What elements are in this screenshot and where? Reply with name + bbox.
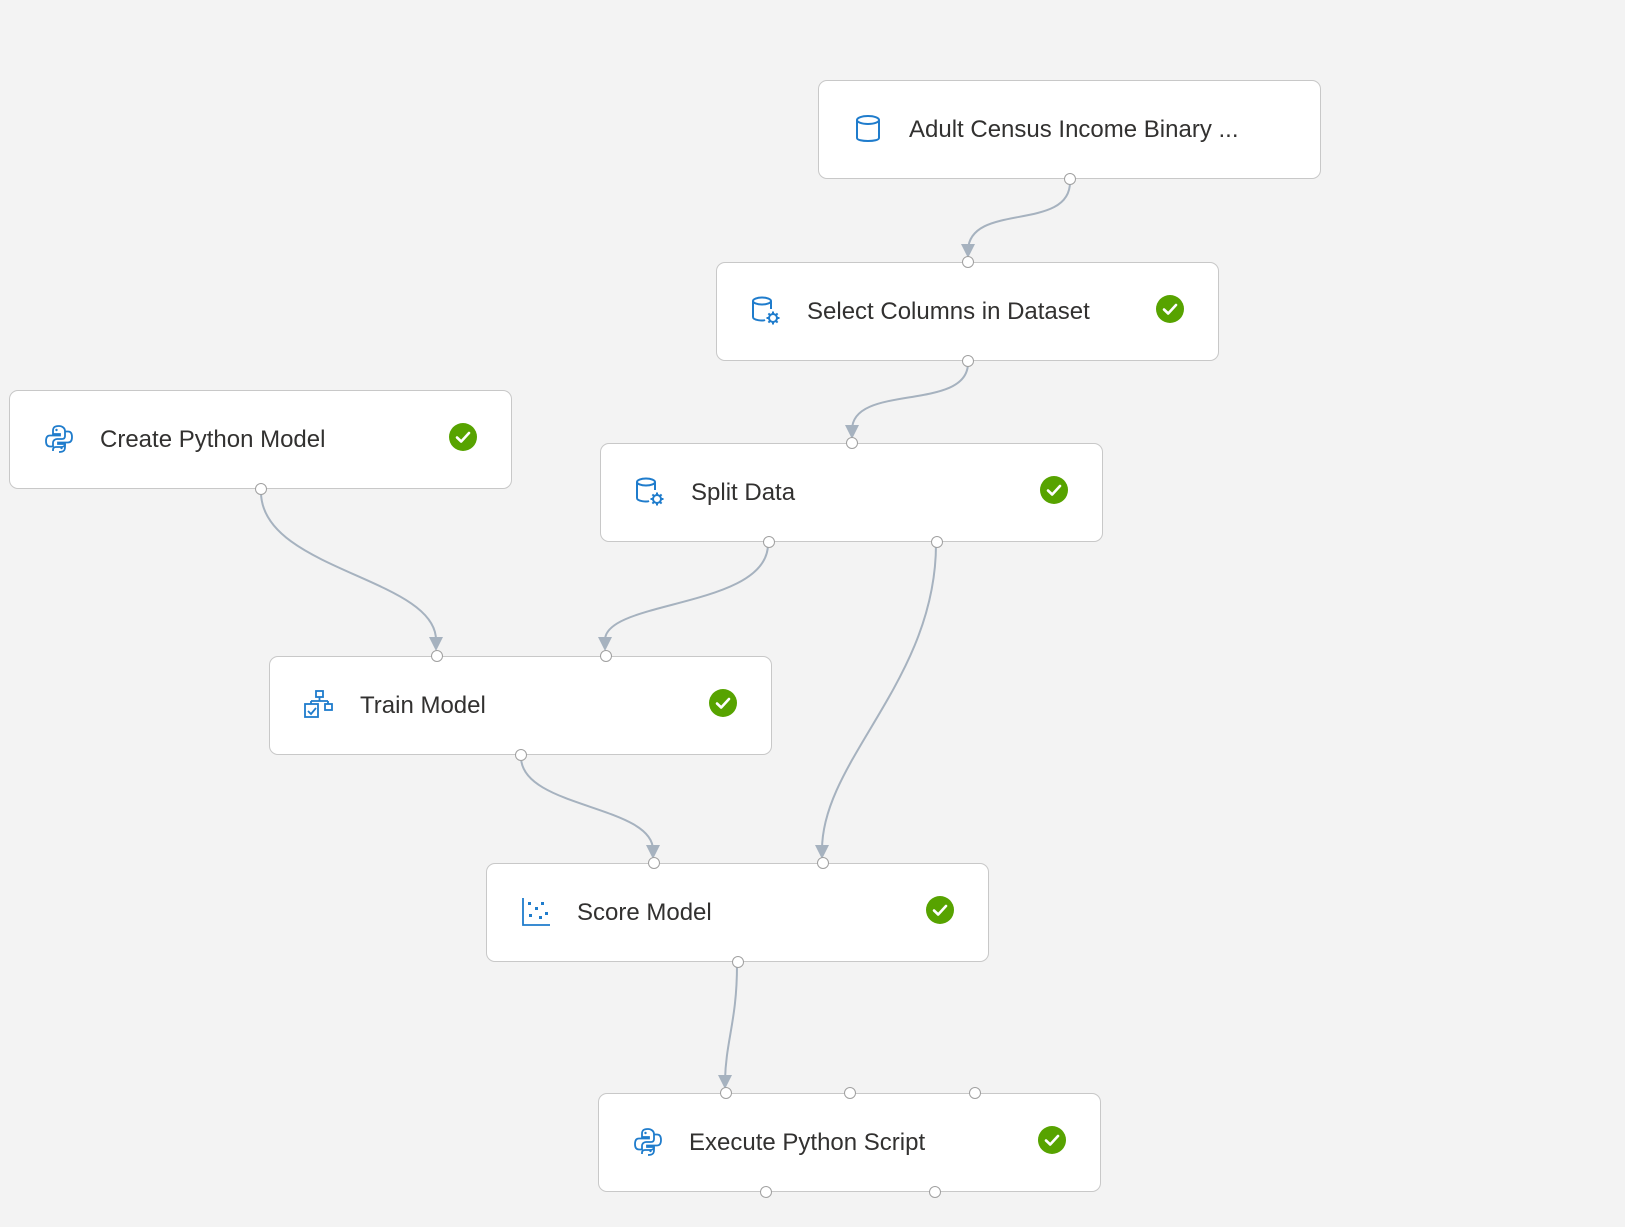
edge-dataset-to-select-columns[interactable] <box>967 181 1071 251</box>
input-port[interactable] <box>962 256 974 268</box>
completed-check-icon <box>1038 1126 1066 1154</box>
input-port-right[interactable] <box>817 857 829 869</box>
arrowhead <box>845 425 859 439</box>
module-node-label: Train Model <box>360 692 486 719</box>
train-model-icon <box>302 688 336 722</box>
arrowhead <box>815 845 829 859</box>
scatter-plot-icon <box>519 895 553 929</box>
output-port[interactable] <box>962 355 974 367</box>
input-port[interactable] <box>846 437 858 449</box>
dataset-gear-icon <box>749 294 783 328</box>
module-node-execute-python-script[interactable]: Execute Python Script <box>598 1087 1101 1198</box>
output-port[interactable] <box>255 483 267 495</box>
edge-score-model-to-execute-python-script[interactable] <box>724 964 738 1081</box>
module-node-create-python-model[interactable]: Create Python Model <box>9 390 512 495</box>
module-node-adult-census[interactable]: Adult Census Income Binary ... <box>818 80 1321 185</box>
module-node-label: Adult Census Income Binary ... <box>909 116 1239 143</box>
output-port-right[interactable] <box>929 1186 941 1198</box>
module-node-label: Select Columns in Dataset <box>807 298 1090 325</box>
module-node-select-columns[interactable]: Select Columns in Dataset <box>716 256 1219 367</box>
output-port[interactable] <box>515 749 527 761</box>
input-port-left[interactable] <box>648 857 660 869</box>
arrowhead <box>429 637 443 651</box>
input-port-3[interactable] <box>969 1087 981 1099</box>
dataset-gear-icon <box>633 475 667 509</box>
module-node-label: Create Python Model <box>100 426 326 453</box>
module-node-split-data[interactable]: Split Data <box>600 437 1103 548</box>
python-icon <box>42 422 76 456</box>
output-port-left[interactable] <box>763 536 775 548</box>
edge-create-python-model-to-train-model[interactable] <box>260 491 437 641</box>
input-port-right[interactable] <box>600 650 612 662</box>
output-port[interactable] <box>1064 173 1076 185</box>
completed-check-icon <box>1040 476 1068 504</box>
output-port[interactable] <box>732 956 744 968</box>
edge-split-data-to-score-model[interactable] <box>821 543 937 851</box>
module-node-label: Split Data <box>691 479 796 506</box>
completed-check-icon <box>449 423 477 451</box>
module-node-label: Score Model <box>577 899 712 926</box>
input-port-1[interactable] <box>720 1087 732 1099</box>
edge-split-data-to-train-model[interactable] <box>604 543 769 641</box>
module-node-label: Execute Python Script <box>689 1129 926 1156</box>
input-port-left[interactable] <box>431 650 443 662</box>
dataset-cylinder-icon <box>851 112 885 146</box>
arrowhead <box>598 637 612 651</box>
input-port-2[interactable] <box>844 1087 856 1099</box>
edge-train-model-to-score-model[interactable] <box>520 756 654 851</box>
arrowhead <box>718 1075 732 1089</box>
arrowhead <box>646 845 660 859</box>
module-node-score-model[interactable]: Score Model <box>486 857 989 968</box>
output-port-right[interactable] <box>931 536 943 548</box>
arrowhead <box>961 244 975 258</box>
completed-check-icon <box>926 896 954 924</box>
edge-select-columns-to-split-data[interactable] <box>851 362 969 431</box>
output-port-left[interactable] <box>760 1186 772 1198</box>
completed-check-icon <box>709 689 737 717</box>
python-icon <box>631 1125 665 1159</box>
module-node-train-model[interactable]: Train Model <box>269 650 772 761</box>
completed-check-icon <box>1156 295 1184 323</box>
